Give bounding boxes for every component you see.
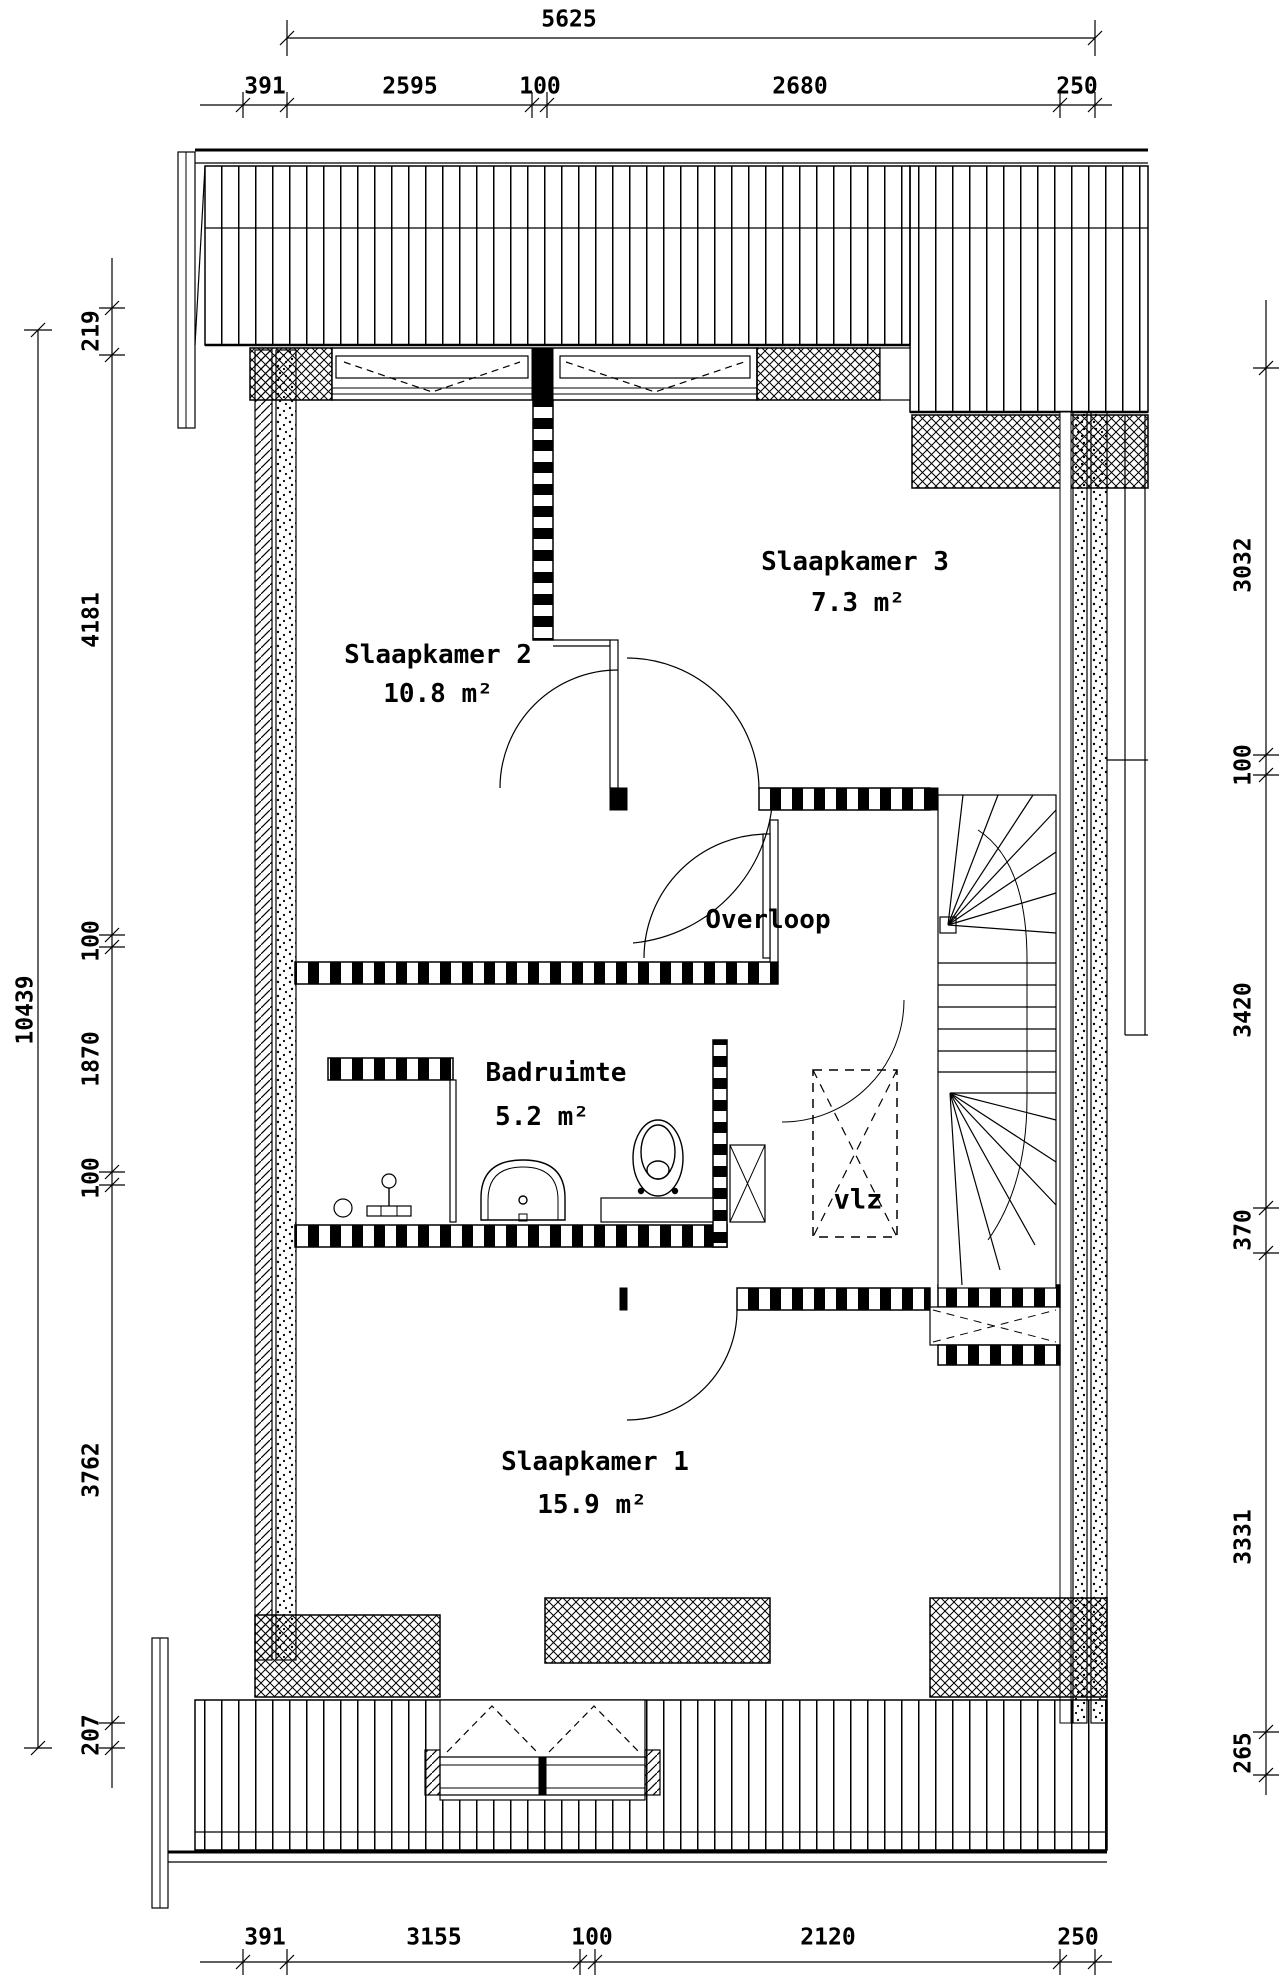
duct-box — [729, 1144, 766, 1223]
dim-left-seg: 4181 — [78, 592, 105, 648]
door-arcs — [499, 657, 905, 1421]
dim-top-seg: 2595 — [382, 73, 438, 100]
dim-left-seg: 100 — [78, 1157, 105, 1199]
staircase — [937, 794, 1057, 1289]
dim-top-seg: 391 — [244, 73, 286, 100]
dim-bottom-seg: 391 — [244, 1924, 286, 1951]
door-arc-overloop — [632, 787, 774, 944]
dim-top-seg: 2680 — [772, 73, 828, 100]
room-label-slaapkamer1: Slaapkamer 1 — [501, 1447, 689, 1477]
dim-right-seg: 100 — [1230, 744, 1257, 786]
room-area-slaapkamer1: 15.9 m² — [537, 1490, 647, 1520]
toilet — [600, 1119, 714, 1223]
dim-right-seg: 265 — [1230, 1732, 1257, 1774]
interior-walls — [294, 399, 1061, 1366]
room-area-slaapkamer2: 10.8 m² — [383, 679, 493, 709]
dim-left-seg: 1870 — [78, 1031, 105, 1087]
room-label-slaapkamer3: Slaapkamer 3 — [761, 547, 949, 577]
dim-left-seg: 219 — [78, 310, 105, 352]
dim-left-seg: 100 — [78, 920, 105, 962]
washbasin — [480, 1159, 566, 1222]
dim-left-seg: 3762 — [78, 1442, 105, 1498]
south-wall — [151, 1597, 1108, 1909]
dim-left-seg: 207 — [78, 1714, 105, 1756]
room-label-vlz: vlz — [833, 1184, 883, 1216]
room-label-slaapkamer2: Slaapkamer 2 — [344, 640, 532, 670]
vlz-skylight — [812, 1069, 898, 1238]
dim-bottom-seg: 2120 — [800, 1924, 856, 1951]
door-slaapkamer3 — [626, 657, 760, 791]
room-label-badruimte: Badruimte — [485, 1058, 627, 1088]
bathroom-fixtures — [333, 1119, 714, 1223]
dim-right-seg: 3032 — [1230, 537, 1257, 593]
dim-right-seg: 3331 — [1230, 1509, 1257, 1565]
room-area-slaapkamer3: 7.3 m² — [811, 588, 905, 618]
roof-top — [177, 148, 1149, 429]
room-area-badruimte: 5.2 m² — [495, 1102, 589, 1132]
door-slaapkamer2 — [499, 669, 619, 789]
west-wall — [254, 349, 297, 1661]
dim-top-seg: 250 — [1056, 73, 1098, 100]
dim-bottom-seg: 250 — [1057, 1924, 1099, 1951]
dim-right-seg: 3420 — [1230, 982, 1257, 1038]
door-leaf — [762, 833, 771, 959]
shower — [333, 1173, 412, 1218]
dim-right-seg: 370 — [1230, 1209, 1257, 1251]
dim-top-seg: 100 — [519, 73, 561, 100]
dim-left-overall: 10439 — [12, 975, 39, 1045]
stair-clearance-arc — [781, 999, 905, 1123]
door-slaapkamer1 — [626, 1309, 738, 1421]
dim-top-overall: 5625 — [541, 6, 597, 33]
dim-bottom-seg: 3155 — [406, 1924, 462, 1951]
party-wall — [1059, 411, 1148, 1724]
room-label-overloop: Overloop — [705, 905, 831, 935]
dim-bottom-seg: 100 — [571, 1924, 613, 1951]
door-badruimte — [643, 833, 769, 959]
dimension-lines — [24, 20, 1279, 1975]
